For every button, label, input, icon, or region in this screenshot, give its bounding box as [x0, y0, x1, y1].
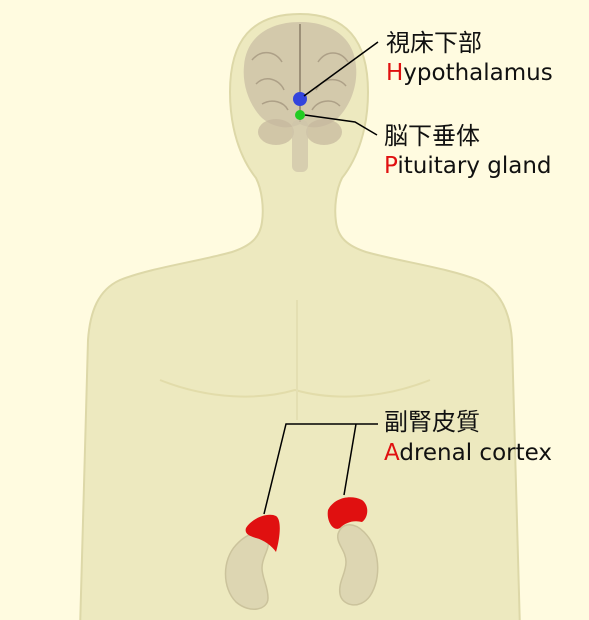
hypothalamus-label-jp: 視床下部: [386, 31, 482, 55]
adrenal-initial: A: [384, 440, 399, 466]
adrenal-rest: drenal cortex: [399, 440, 552, 466]
pituitary-marker: [295, 110, 305, 120]
pituitary-initial: P: [384, 153, 397, 179]
pituitary-label-jp: 脳下垂体: [384, 124, 480, 148]
hypothalamus-label-en: Hypothalamus: [386, 62, 553, 85]
adrenal-label-jp: 副腎皮質: [384, 410, 480, 434]
pituitary-rest: ituitary gland: [397, 153, 551, 179]
pituitary-label-en: Pituitary gland: [384, 155, 552, 178]
hypothalamus-rest: ypothalamus: [403, 60, 552, 86]
adrenal-label-en: Adrenal cortex: [384, 442, 552, 465]
hypothalamus-marker: [293, 92, 307, 106]
hypothalamus-initial: H: [386, 60, 403, 86]
